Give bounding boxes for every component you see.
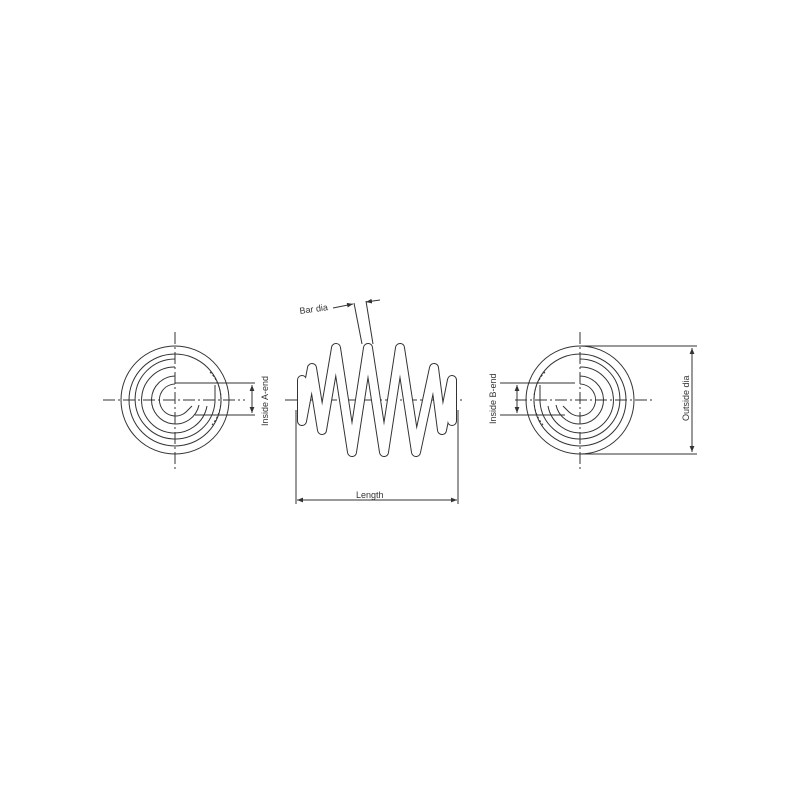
end-view-b bbox=[500, 332, 697, 470]
bar-dia-label: Bar dia bbox=[299, 302, 329, 316]
length-label: Length bbox=[356, 490, 384, 500]
bar-dia-dimension bbox=[332, 302, 354, 309]
end-view-a bbox=[103, 332, 255, 470]
spring-side-view bbox=[285, 298, 465, 504]
inside-b-end-label: Inside B-end bbox=[488, 373, 498, 424]
inside-a-end-label: Inside A-end bbox=[260, 376, 270, 426]
outside-dia-label: Outside dia bbox=[681, 375, 691, 421]
